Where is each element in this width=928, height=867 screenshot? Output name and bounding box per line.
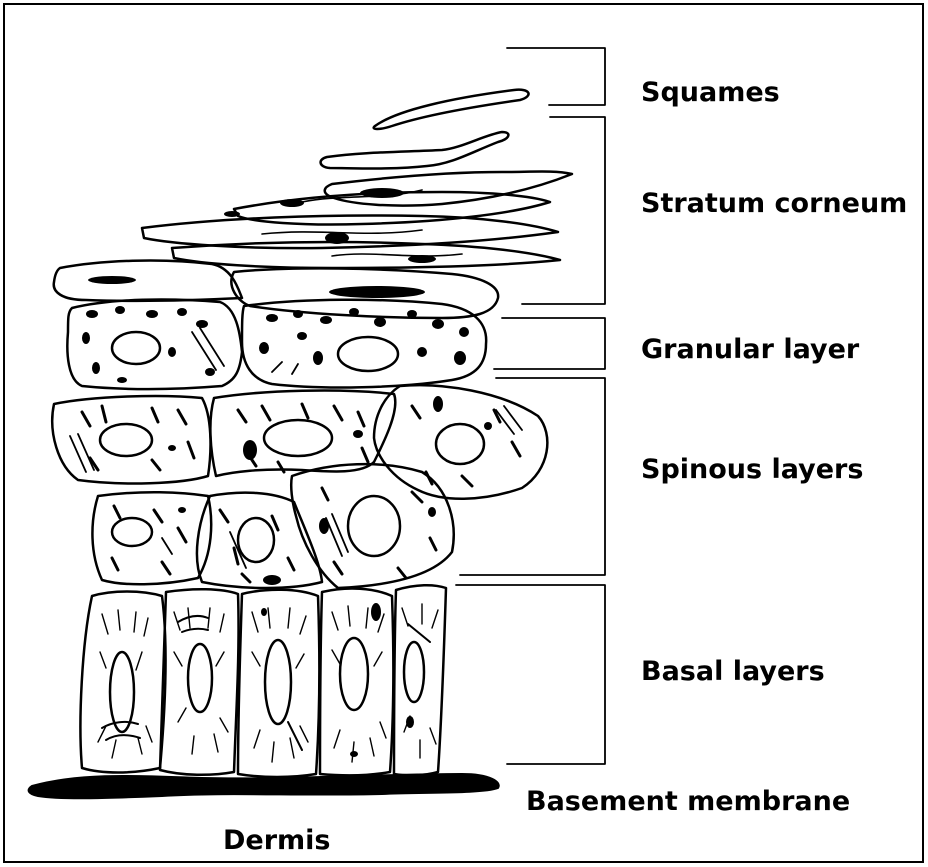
label-spinous-layers: Spinous layers <box>641 456 863 483</box>
nucleus <box>188 644 212 712</box>
layer-brackets <box>456 48 605 764</box>
granular-cell <box>242 300 486 388</box>
bracket-granular <box>494 318 605 369</box>
label-dermis: Dermis <box>223 827 331 854</box>
nucleus <box>238 518 274 562</box>
basal-cell <box>80 592 165 773</box>
granular-layer-cells <box>67 300 486 389</box>
basal-cell <box>320 589 393 776</box>
corneum-flake <box>325 172 572 206</box>
nucleus <box>436 424 484 464</box>
nucleus <box>100 424 152 456</box>
basal-cell <box>238 590 319 777</box>
label-granular-layer: Granular layer <box>641 336 859 363</box>
nucleus <box>348 496 400 556</box>
nucleus <box>338 337 398 371</box>
nucleus <box>112 518 152 546</box>
nucleus <box>265 640 291 724</box>
label-basement-membrane: Basement membrane <box>526 788 850 815</box>
nucleus <box>112 332 160 364</box>
basement-membrane <box>29 774 499 798</box>
bracket-stratum-corneum <box>522 117 605 304</box>
bracket-squames <box>507 48 605 105</box>
basal-layer-cells <box>80 585 446 777</box>
squame-top <box>374 90 529 129</box>
spinous-cell <box>92 492 211 584</box>
spinous-cell <box>291 464 453 588</box>
spinous-cell <box>374 385 547 499</box>
bracket-spinous <box>460 378 605 575</box>
nucleus <box>404 642 424 702</box>
label-stratum-corneum: Stratum corneum <box>641 190 907 217</box>
basal-cell <box>160 589 239 775</box>
corneum-flake <box>54 261 242 301</box>
label-squames: Squames <box>641 79 780 106</box>
epidermis-illustration <box>5 5 924 863</box>
nucleus <box>340 638 368 710</box>
label-basal-layers: Basal layers <box>641 658 825 685</box>
stratum-corneum-cells <box>54 90 572 318</box>
corneum-flake <box>321 132 509 169</box>
nucleus <box>110 652 134 732</box>
spinous-cell <box>52 396 210 483</box>
bracket-basal <box>456 585 605 764</box>
spinous-layer-cells <box>52 385 547 588</box>
diagram-frame: Squames Stratum corneum Granular layer S… <box>3 3 924 863</box>
nucleus <box>264 420 332 456</box>
